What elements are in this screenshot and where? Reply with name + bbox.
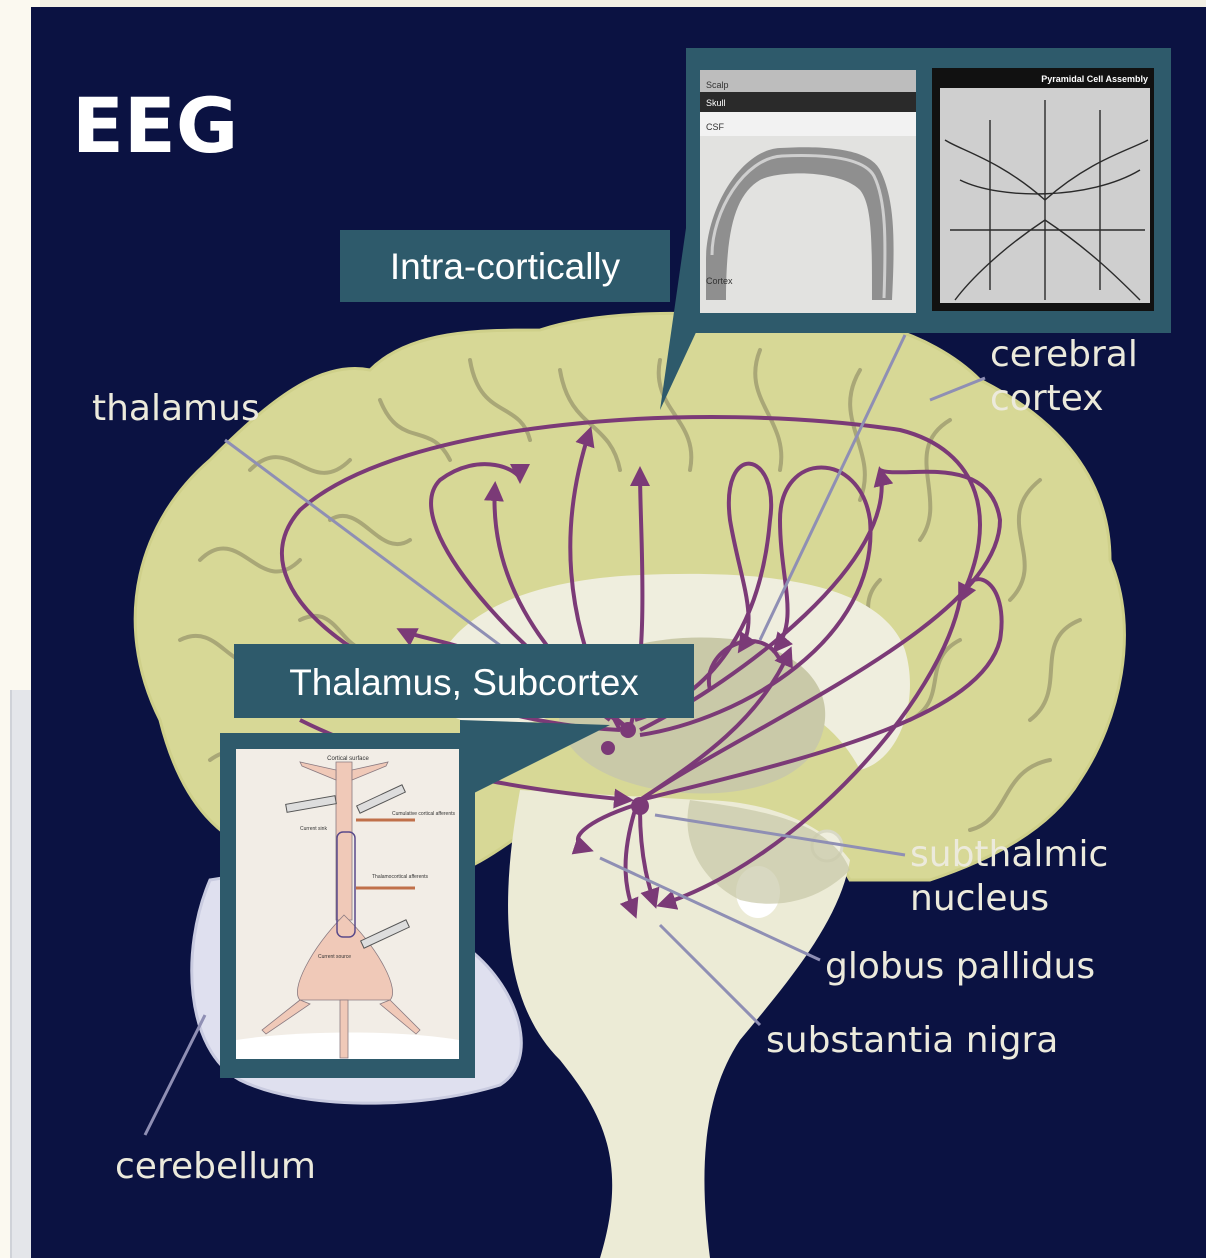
label-subthalmic-line1: subthalmic xyxy=(910,834,1108,875)
pyramidal-inset-title: Pyramidal Cell Assembly xyxy=(1041,74,1148,84)
layer-label-cortex: Cortex xyxy=(706,276,733,286)
cortex-layers-inset: Scalp Skull CSF Cortex xyxy=(700,70,916,313)
neuron-inset-title: Cortical surface xyxy=(327,756,369,762)
neuron-annotation-1: Cumulative cortical afferents xyxy=(392,811,455,817)
label-thalamus: thalamus xyxy=(92,388,260,429)
label-globus-pallidus: globus pallidus xyxy=(825,946,1095,987)
label-subthalmic-line2: nucleus xyxy=(910,878,1049,919)
intracortical-callout-label: Intra-cortically xyxy=(390,246,621,287)
brain-diagram: EEG thalamus cerebral cortex subthalmic … xyxy=(31,7,1206,1258)
neuron-annotation-4: Current source xyxy=(318,954,351,960)
layer-label-scalp: Scalp xyxy=(706,80,729,90)
pyramidal-cell-inset: Pyramidal Cell Assembly xyxy=(932,68,1154,311)
label-cerebral-cortex-line2: cortex xyxy=(990,378,1104,419)
label-cerebral-cortex-line1: cerebral xyxy=(990,334,1138,375)
subcortex-callout-label: Thalamus, Subcortex xyxy=(289,662,639,703)
layer-label-skull: Skull xyxy=(706,98,726,108)
neuron-diagram-inset: Cortical surface xyxy=(236,749,459,1059)
label-substantia-nigra: substantia nigra xyxy=(766,1020,1058,1061)
neuron-annotation-2: Current sink xyxy=(300,826,327,832)
label-cerebellum: cerebellum xyxy=(115,1146,316,1187)
layer-label-csf: CSF xyxy=(706,122,725,132)
neuron-annotation-3: Thalamocortical afferents xyxy=(372,874,429,880)
page-title: EEG xyxy=(72,81,238,170)
diagram-panel: EEG thalamus cerebral cortex subthalmic … xyxy=(31,7,1206,1258)
